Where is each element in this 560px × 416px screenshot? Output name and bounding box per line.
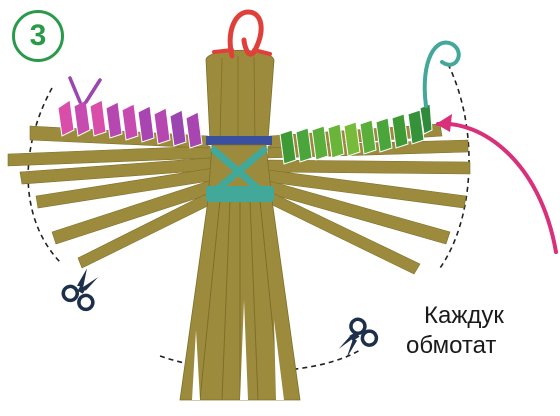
waist-band — [206, 186, 274, 202]
doll-head — [206, 50, 274, 140]
right-arm-tie — [425, 42, 459, 106]
arrow-icon — [436, 114, 556, 252]
caption-line-2: обмотат — [406, 334, 496, 358]
neck-band — [206, 136, 272, 145]
caption-line-1: Каждук — [424, 304, 504, 328]
scissors-icon — [61, 264, 107, 312]
